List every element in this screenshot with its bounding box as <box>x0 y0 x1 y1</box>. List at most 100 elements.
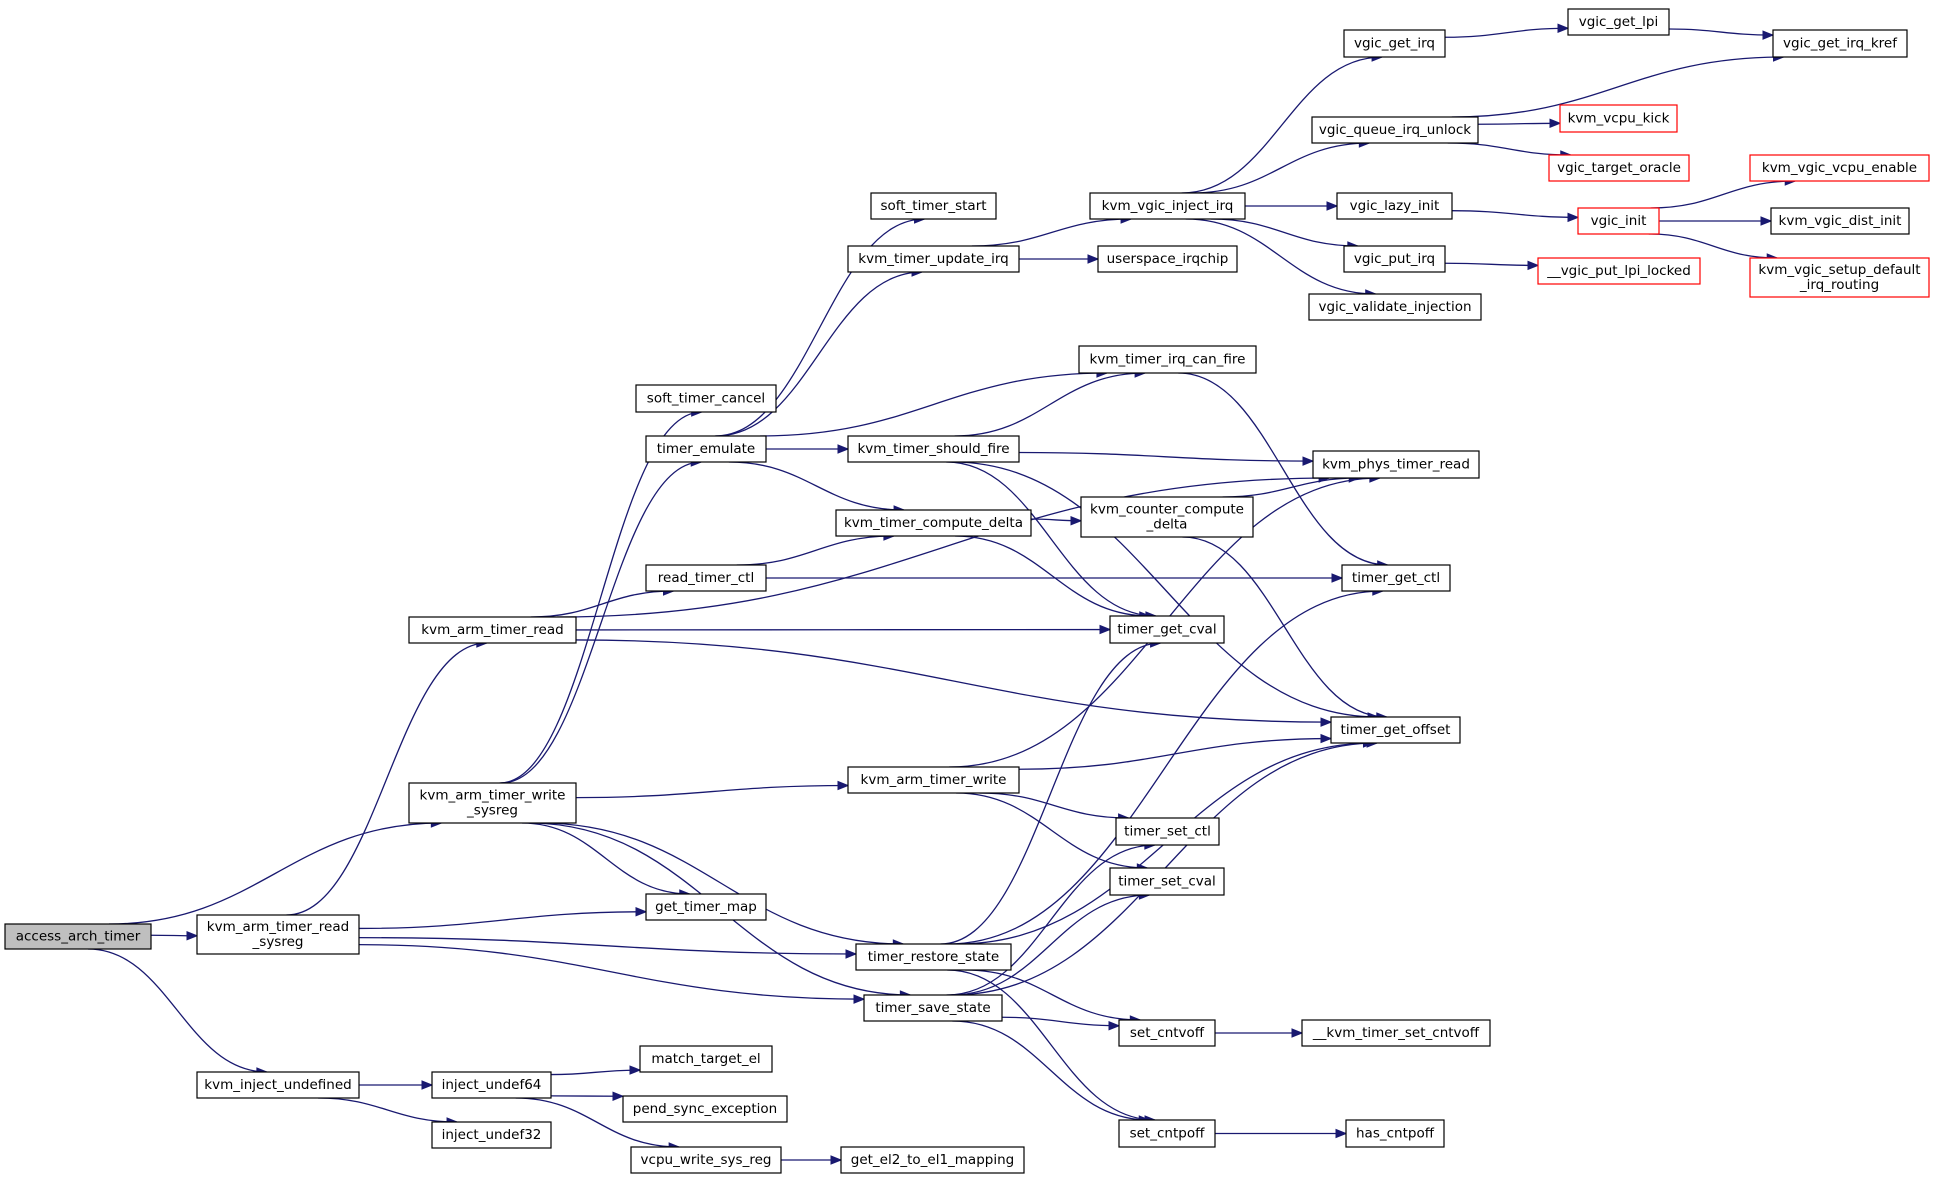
node-box <box>408 616 577 644</box>
node-timer_set_ctl[interactable]: timer_set_ctl <box>1115 817 1220 846</box>
node-label: timer_set_cval <box>1118 874 1216 890</box>
edge-arrowhead <box>1527 260 1540 271</box>
edge-line <box>947 969 1156 1121</box>
node-timer_restore_state[interactable]: timer_restore_state <box>855 943 1012 971</box>
node-label: vgic_lazy_init <box>1350 198 1440 214</box>
node-vgic_get_irq[interactable]: vgic_get_irq <box>1343 29 1446 58</box>
edge-line <box>947 590 1383 945</box>
node-label: timer_get_offset <box>1341 722 1451 738</box>
node-kvm_vcpu_kick[interactable]: kvm_vcpu_kick <box>1559 104 1678 133</box>
node-__vgic_put_lpi_locked[interactable]: __vgic_put_lpi_locked <box>1537 257 1701 285</box>
node-label: access_arch_timer <box>16 929 141 945</box>
edge-line <box>715 271 923 437</box>
node-box <box>855 943 1012 971</box>
node-box <box>1548 154 1690 182</box>
node-label: soft_timer_start <box>880 198 986 214</box>
node-vcpu_write_sys_reg[interactable]: vcpu_write_sys_reg <box>630 1146 782 1174</box>
edge-access_arch_timer-to-kvm_arm_timer_read_sysreg <box>150 931 199 941</box>
node-kvm_vgic_vcpu_enable[interactable]: kvm_vgic_vcpu_enable <box>1749 154 1930 182</box>
node-box <box>639 1045 773 1073</box>
node-vgic_put_irq[interactable]: vgic_put_irq <box>1343 245 1446 273</box>
node-kvm_phys_timer_read[interactable]: kvm_phys_timer_read <box>1312 450 1480 479</box>
node-timer_set_cval[interactable]: timer_set_cval <box>1109 867 1225 896</box>
node-vgic_validate_injection[interactable]: vgic_validate_injection <box>1308 293 1482 321</box>
node-box <box>1080 496 1254 538</box>
edge-arrowhead <box>1331 573 1344 583</box>
node-vgic_init[interactable]: vgic_init <box>1577 207 1660 235</box>
node-box <box>1749 154 1930 182</box>
node-box <box>1343 29 1446 58</box>
node-kvm_vgic_inject_irq[interactable]: kvm_vgic_inject_irq <box>1089 192 1246 220</box>
node-box <box>1109 867 1225 896</box>
edge-line <box>946 461 1156 617</box>
node-box <box>1577 207 1660 235</box>
node-kvm_timer_update_irq[interactable]: kvm_timer_update_irq <box>847 245 1020 273</box>
node-has_cntpoff[interactable]: has_cntpoff <box>1345 1119 1445 1148</box>
node-box <box>622 1095 788 1123</box>
node-kvm_arm_timer_write_sysreg[interactable]: kvm_arm_timer_write_sysreg <box>408 782 577 824</box>
node-timer_save_state[interactable]: timer_save_state <box>863 994 1003 1022</box>
node-inject_undef32[interactable]: inject_undef32 <box>431 1121 552 1149</box>
node-match_target_el[interactable]: match_target_el <box>639 1045 773 1073</box>
node-read_timer_ctl[interactable]: read_timer_ctl <box>645 564 767 592</box>
node-vgic_get_irq_kref[interactable]: vgic_get_irq_kref <box>1772 29 1908 58</box>
node-userspace_irqchip[interactable]: userspace_irqchip <box>1097 245 1238 273</box>
node-label: kvm_timer_should_fire <box>857 441 1009 457</box>
node-kvm_vgic_dist_init[interactable]: kvm_vgic_dist_init <box>1770 207 1910 235</box>
edge-access_arch_timer-to-kvm_arm_timer_write_sysreg <box>108 818 443 925</box>
edge-timer_save_state-to-set_cntvoff <box>1001 1016 1121 1031</box>
node-timer_get_offset[interactable]: timer_get_offset <box>1330 716 1461 744</box>
node-box <box>635 384 777 413</box>
node-__kvm_timer_set_cntvoff[interactable]: __kvm_timer_set_cntvoff <box>1301 1019 1491 1047</box>
node-label: vgic_init <box>1591 213 1647 229</box>
node-vgic_lazy_init[interactable]: vgic_lazy_init <box>1336 192 1453 220</box>
node-kvm_inject_undefined[interactable]: kvm_inject_undefined <box>196 1071 360 1099</box>
edge-vgic_init-to-kvm_vgic_vcpu_enable <box>1650 176 1797 209</box>
node-vgic_queue_irq_unlock[interactable]: vgic_queue_irq_unlock <box>1311 116 1479 144</box>
node-label: inject_undef64 <box>442 1077 542 1093</box>
edge-kvm_arm_timer_read_sysreg-to-timer_restore_state <box>358 937 858 959</box>
node-kvm_timer_compute_delta[interactable]: kvm_timer_compute_delta <box>835 509 1032 537</box>
node-label: inject_undef32 <box>442 1127 542 1143</box>
node-timer_get_ctl[interactable]: timer_get_ctl <box>1341 564 1451 592</box>
edge-line <box>318 1097 458 1123</box>
node-inject_undef64[interactable]: inject_undef64 <box>431 1071 552 1099</box>
node-vgic_target_oracle[interactable]: vgic_target_oracle <box>1548 154 1690 182</box>
node-kvm_arm_timer_read_sysreg[interactable]: kvm_arm_timer_read_sysreg <box>196 914 360 955</box>
node-kvm_vgic_setup_default_irq_routing[interactable]: kvm_vgic_setup_default_irq_routing <box>1749 257 1930 298</box>
node-label: kvm_vcpu_kick <box>1568 111 1670 127</box>
node-label: kvm_counter_compute <box>1090 502 1244 518</box>
node-kvm_arm_timer_write[interactable]: kvm_arm_timer_write <box>847 766 1020 794</box>
node-kvm_arm_timer_read[interactable]: kvm_arm_timer_read <box>408 616 577 644</box>
node-set_cntpoff[interactable]: set_cntpoff <box>1118 1119 1216 1148</box>
edge-arrowhead <box>186 931 199 941</box>
node-vgic_get_lpi[interactable]: vgic_get_lpi <box>1567 8 1670 36</box>
edge-line <box>956 792 1148 869</box>
node-get_timer_map[interactable]: get_timer_map <box>645 893 767 921</box>
edge-line <box>108 822 442 925</box>
node-label: pend_sync_exception <box>633 1101 777 1117</box>
node-soft_timer_cancel[interactable]: soft_timer_cancel <box>635 384 777 413</box>
node-set_cntvoff[interactable]: set_cntvoff <box>1118 1019 1216 1047</box>
node-label: kvm_timer_update_irq <box>858 251 1008 267</box>
node-soft_timer_start[interactable]: soft_timer_start <box>870 192 997 220</box>
node-label: vgic_get_lpi <box>1579 14 1658 30</box>
node-pend_sync_exception[interactable]: pend_sync_exception <box>622 1095 788 1123</box>
edge-line <box>954 372 1146 437</box>
node-timer_emulate[interactable]: timer_emulate <box>645 435 767 463</box>
node-kvm_timer_should_fire[interactable]: kvm_timer_should_fire <box>847 435 1020 463</box>
edge-line <box>88 948 267 1073</box>
node-timer_get_cval[interactable]: timer_get_cval <box>1109 615 1225 644</box>
edge-arrowhead <box>1087 254 1100 264</box>
node-box <box>1118 1119 1216 1148</box>
node-get_el2_to_el1_mapping[interactable]: get_el2_to_el1_mapping <box>840 1146 1025 1174</box>
edge-kvm_timer_should_fire-to-kvm_phys_timer_read <box>1018 451 1315 466</box>
node-box <box>863 994 1003 1022</box>
node-kvm_counter_compute_delta[interactable]: kvm_counter_compute_delta <box>1080 496 1254 538</box>
edge-line <box>1451 56 1784 118</box>
edge-line <box>358 944 865 1000</box>
node-kvm_timer_irq_can_fire[interactable]: kvm_timer_irq_can_fire <box>1078 345 1257 374</box>
edge-kvm_arm_timer_read-to-timer_get_offset <box>575 639 1333 727</box>
edge-set_cntpoff-to-has_cntpoff <box>1215 1128 1348 1139</box>
